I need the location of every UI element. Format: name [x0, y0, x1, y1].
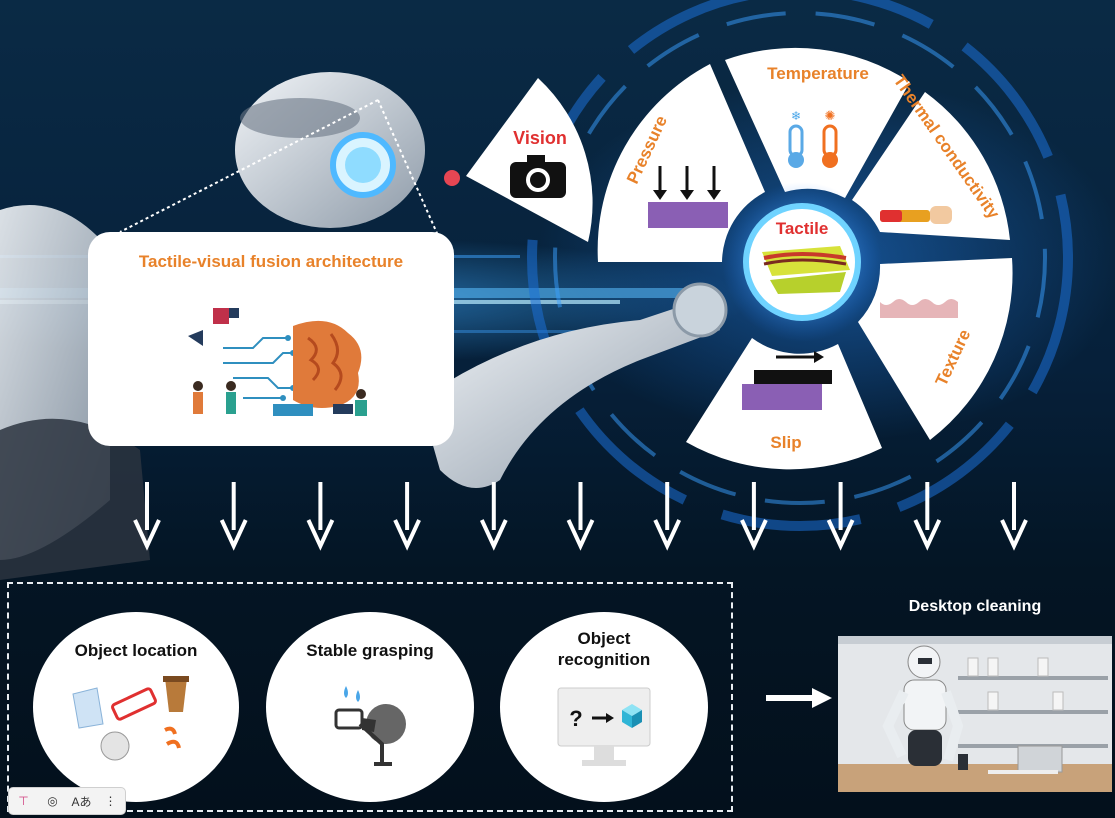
arrow-down-icon [913, 482, 942, 551]
lens-icon[interactable]: ◎ [47, 794, 58, 808]
wheel-segment-texture: Texture [858, 258, 1013, 440]
card-title-stable-grasping: Stable grasping [306, 641, 434, 660]
brain-icon [293, 320, 362, 408]
arrow-down-icon [740, 482, 768, 551]
card-title-object-location: Object location [74, 641, 198, 660]
segment-label-slip: Slip [770, 433, 801, 452]
card-title-object-recognition: Object recognition [557, 629, 651, 669]
office-scene [838, 636, 1112, 792]
question-icon: ? [569, 706, 582, 731]
result-title: Desktop cleaning [908, 598, 1042, 615]
tactile-label: Tactile [776, 219, 829, 238]
thermometer-cold-icon: ❄ [788, 109, 804, 168]
people-figures [193, 381, 367, 416]
thermometer-hot-icon: ✺ [822, 108, 838, 168]
card-object-recognition: Object recognition ? [500, 612, 708, 802]
vision-label: Vision [513, 128, 567, 148]
applications-box [7, 582, 733, 812]
more-icon[interactable]: ⋮ [104, 794, 117, 808]
robot-icon [882, 645, 964, 766]
fusion-title: Tactile-visual fusion architecture [138, 252, 404, 271]
card-object-location: Object location [33, 612, 239, 802]
monitor-icon: ? [557, 687, 651, 766]
card-stable-grasping: Stable grasping [266, 612, 474, 802]
wheel-segment-temperature: Temperature ❄ ✺ [725, 47, 910, 198]
fusion-illustration [188, 308, 367, 416]
wheel-segment-slip: Slip [686, 338, 882, 470]
arrow-right-icon [814, 351, 824, 363]
arrow-down-icon [393, 482, 421, 551]
arrow-right-icon [812, 688, 832, 708]
cube-icon [622, 704, 642, 728]
arrow-down-icon [133, 482, 161, 551]
object-location-icons [72, 676, 189, 761]
arrow-down-icon [479, 482, 508, 551]
camera-icon [510, 155, 566, 198]
arrow-down-icon [219, 482, 248, 551]
gripper-icon [334, 686, 406, 766]
wheel-segment-pressure: Pressure [597, 64, 765, 262]
svg-text:✺: ✺ [825, 108, 836, 123]
arrow-down-icon [826, 482, 855, 551]
svg-text:❄: ❄ [791, 109, 801, 123]
fusion-panel: Tactile-visual fusion architecture [88, 232, 454, 446]
text-tool-icon[interactable]: ⊤ [18, 794, 29, 808]
translate-icon[interactable]: Aあ [71, 794, 92, 809]
pressure-arrows [658, 166, 716, 192]
desktop-cleaning-photo [838, 636, 1112, 792]
tactile-sensor-layers [762, 246, 850, 294]
arrow-down-icon [566, 482, 595, 551]
arrow-down-icon [306, 482, 335, 551]
segment-label-temperature: Temperature [767, 64, 869, 83]
overlay-toolbar[interactable]: ⊤ ◎ Aあ ⋮ [8, 787, 126, 815]
arrow-down-icon [1000, 482, 1028, 551]
arrow-down-icon [653, 482, 682, 551]
